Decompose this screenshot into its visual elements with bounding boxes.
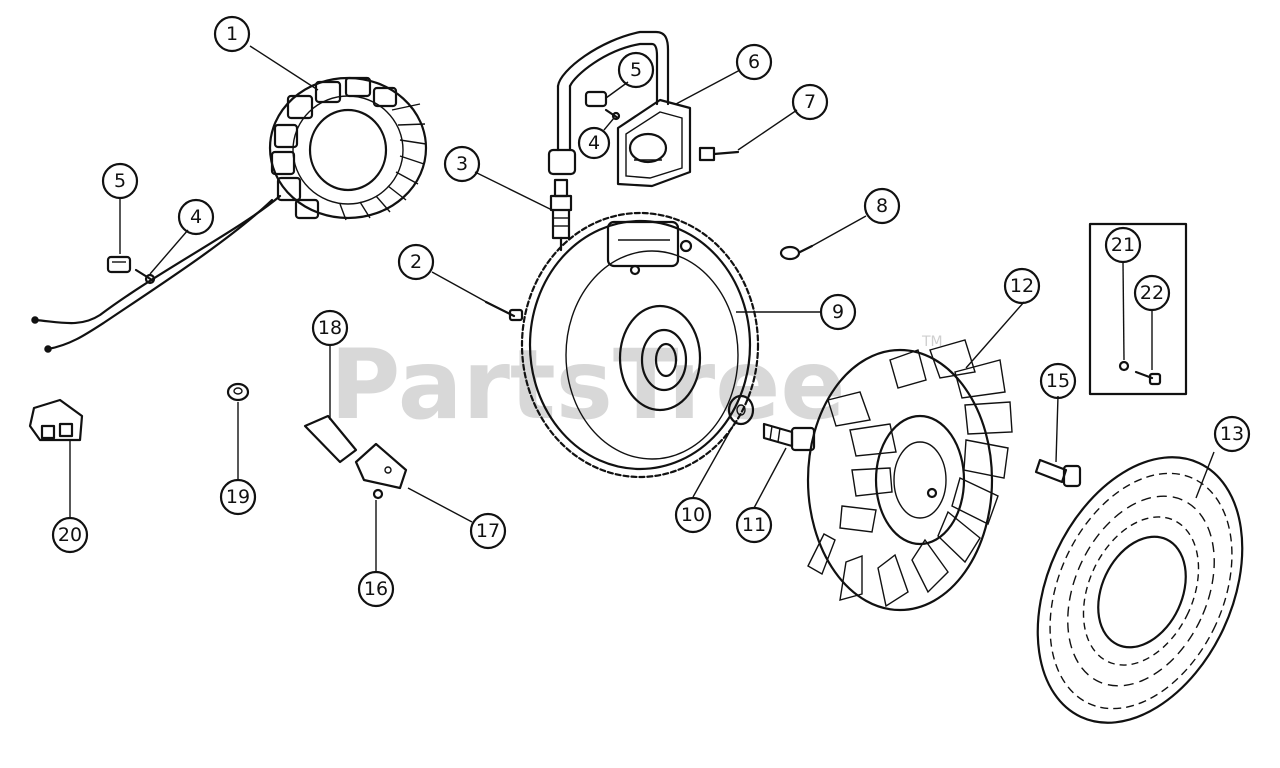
svg-text:11: 11: [742, 514, 766, 536]
callout-11: 11: [735, 506, 773, 544]
callout-18: 18: [311, 309, 349, 347]
svg-text:1: 1: [226, 23, 238, 45]
svg-text:8: 8: [876, 195, 888, 217]
callout-6: 6: [735, 43, 773, 81]
part-screen-screw: [1034, 458, 1082, 488]
callout-19: 19: [219, 478, 257, 516]
part-spark-plug: [549, 178, 573, 252]
callout-9: 9: [819, 293, 857, 331]
part-screw-left: [134, 268, 156, 285]
callout-1: 1: [213, 15, 251, 53]
svg-text:2: 2: [410, 251, 422, 273]
callout-10: 10: [674, 496, 712, 534]
callout-15: 15: [1039, 362, 1077, 400]
part-fan: [806, 339, 1013, 612]
part-screen: [1036, 456, 1244, 724]
svg-text:13: 13: [1220, 423, 1244, 445]
svg-text:15: 15: [1046, 370, 1070, 392]
callout-3: 3: [443, 145, 481, 183]
callout-5-left: 5: [101, 162, 139, 200]
svg-text:16: 16: [364, 578, 388, 600]
svg-text:5: 5: [630, 59, 642, 81]
part-washer: [727, 394, 755, 426]
svg-text:12: 12: [1010, 275, 1034, 297]
svg-text:17: 17: [476, 520, 500, 542]
svg-text:3: 3: [456, 153, 468, 175]
svg-text:18: 18: [318, 317, 342, 339]
part-stator: [31, 76, 428, 353]
callout-2: 2: [397, 243, 435, 281]
part-flywheel-bolt: [762, 422, 816, 452]
svg-text:9: 9: [832, 301, 844, 323]
svg-text:4: 4: [588, 132, 600, 154]
part-screw-upper: [604, 108, 621, 121]
callout-4-left: 4: [177, 198, 215, 236]
svg-text:10: 10: [681, 504, 705, 526]
part-ignition-module: [547, 30, 692, 188]
leader-lines: [69, 45, 1215, 572]
callout-5-upper: 5: [617, 51, 655, 89]
svg-text:21: 21: [1111, 234, 1135, 256]
callout-22: 22: [1133, 274, 1171, 312]
callout-20: 20: [51, 516, 89, 554]
callout-7: 7: [791, 83, 829, 121]
part-flywheel: [520, 211, 760, 479]
part-nut: [226, 382, 250, 402]
watermark-trademark: TM: [921, 334, 943, 350]
part-key: [779, 244, 814, 261]
svg-text:20: 20: [58, 524, 82, 546]
svg-text:19: 19: [226, 486, 250, 508]
callout-8: 8: [863, 187, 901, 225]
svg-text:4: 4: [190, 206, 202, 228]
inset-hardware-box: [1088, 222, 1188, 396]
callout-21: 21: [1104, 226, 1142, 264]
part-bracket: [354, 442, 408, 490]
svg-text:7: 7: [804, 91, 816, 113]
part-lead-clip-upper: [584, 90, 608, 108]
callout-16: 16: [357, 570, 395, 608]
part-small-screw: [372, 488, 384, 500]
part-gasket: [303, 414, 358, 464]
part-module-bolt: [698, 146, 740, 162]
part-wire-clip-left: [106, 255, 132, 274]
part-connector: [28, 398, 84, 442]
callout-17: 17: [469, 512, 507, 550]
callout-4-upper: 4: [577, 126, 611, 160]
part-screw-2: [484, 300, 524, 322]
callout-13: 13: [1213, 415, 1251, 453]
watermark: PartsTree: [330, 329, 845, 441]
svg-text:5: 5: [114, 170, 126, 192]
callout-12: 12: [1003, 267, 1041, 305]
svg-text:22: 22: [1140, 282, 1164, 304]
svg-text:6: 6: [748, 51, 760, 73]
